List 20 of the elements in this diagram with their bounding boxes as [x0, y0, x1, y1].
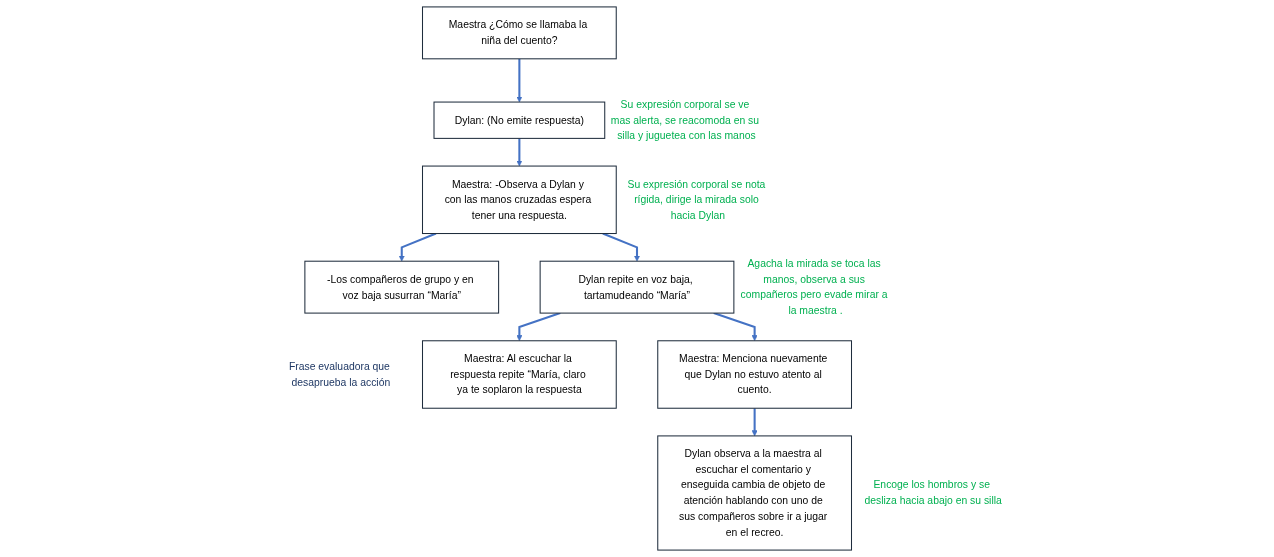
node-label: Encoge los hombros y se desliza hacia abajo en su silla [864, 478, 1002, 507]
node-label: Su expresión corporal se nota rígida, dirige la mirada solo hacia Dylan [627, 177, 766, 221]
arrow [516, 138, 523, 167]
node-label: Frase evaluadora que desaprueba la acción [288, 360, 391, 388]
node-box: Maestra: -Observa a Dylan y con las manos cruzadas espera tener una respuesta. [422, 165, 617, 235]
arrow [602, 232, 641, 262]
node-label: Su expresión corporal se ve mas alerta, se reacomoda en su silla y juguetea con las manos [610, 98, 760, 142]
arrow [751, 408, 758, 437]
arrow [516, 312, 561, 342]
node-box: Maestra ¿Cómo se llamaba la niña del cuento? [422, 6, 617, 60]
node-box: Dylan observa a la maestra al escuchar el comentario y enseguida cambia de objeto de atención hablando con uno de sus compañeros sobre ir a jugar en el recreo. [657, 435, 852, 551]
arrow [516, 58, 523, 103]
node-box: Maestra: Al escuchar la respuesta repite “María, claro ya te soplaron la respuesta [422, 340, 617, 409]
node-box: -Los compañeros de grupo y en voz baja susurran “María” [304, 260, 500, 314]
arrow [398, 232, 437, 262]
node-label: Agacha la mirada se toca las manos, observa a sus compañeros pero evade mirar a la maestra . [740, 257, 888, 316]
node-box: Dylan: (No emite respuesta) [433, 101, 606, 139]
node-box: Dylan repite en voz baja, tartamudeando “María” [539, 260, 735, 314]
arrow [713, 312, 758, 342]
node-box: Maestra: Menciona nuevamente que Dylan no estuvo atento al cuento. [657, 340, 852, 409]
